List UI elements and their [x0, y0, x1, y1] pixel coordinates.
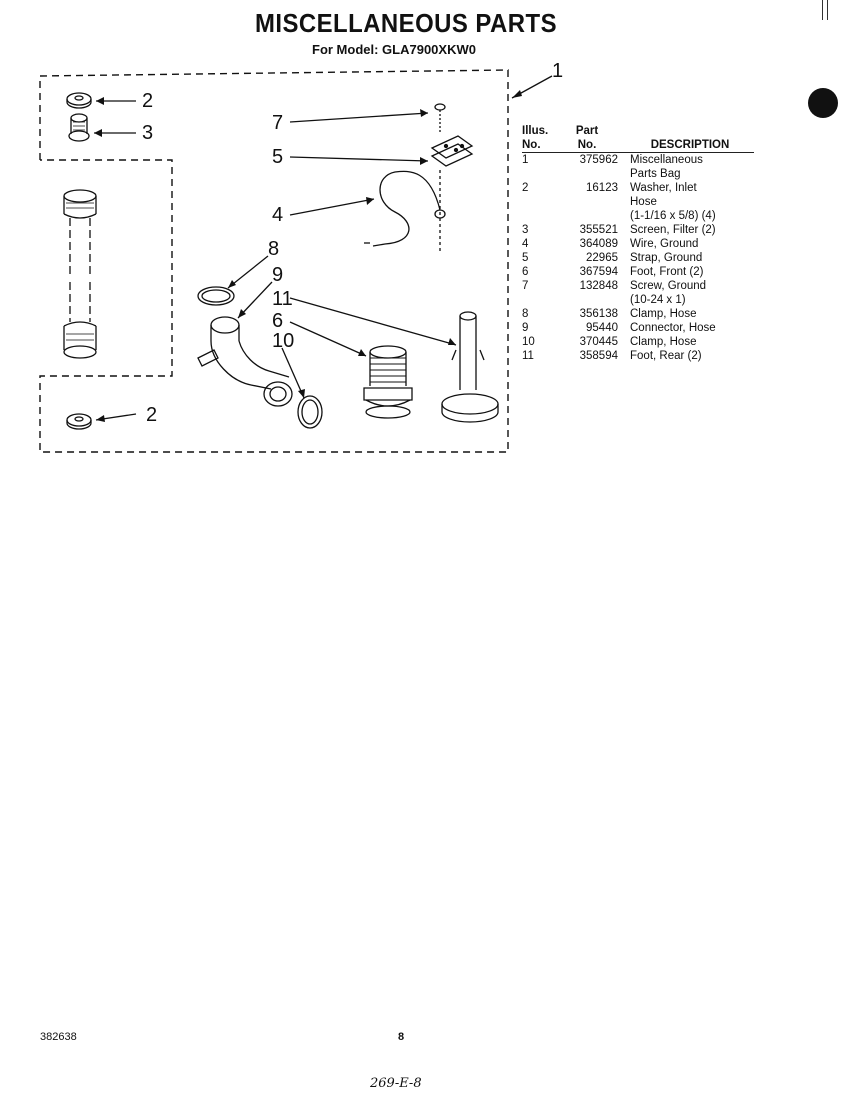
hose-clamp-10-shape [297, 395, 323, 429]
hose-shape [63, 189, 97, 359]
edge-mark [822, 0, 828, 20]
parts-table-header: Illus. No. Part No. DESCRIPTION [522, 124, 754, 153]
handwritten-note: 269-E-8 [370, 1076, 422, 1091]
table-row: 10 370445 Clamp, Hose [522, 335, 754, 349]
table-row: 6 367594 Foot, Front (2) [522, 265, 754, 279]
cell-illus: 5 [522, 252, 529, 264]
cell-description: Clamp, Hose [630, 336, 697, 348]
table-row: 9 95440 Connector, Hose [522, 321, 754, 335]
parts-diagram [39, 69, 553, 453]
callout-2-top: 2 [142, 90, 154, 112]
cell-description: Wire, Ground [630, 238, 699, 250]
header-illus-line1: Illus. [522, 125, 549, 137]
cell-part-no: 356138 [579, 308, 618, 320]
cell-description: Washer, Inlet Hose (1-1/16 x 5/8) (4) [630, 182, 716, 222]
rear-foot-shape [441, 311, 499, 423]
leader-6 [289, 321, 367, 357]
cell-illus: 8 [522, 308, 529, 320]
cell-part-no: 132848 [579, 280, 618, 292]
cell-illus: 6 [522, 266, 529, 278]
header-part-line1: Part [575, 125, 599, 137]
callout-6: 6 [272, 310, 284, 332]
callout-3: 3 [142, 122, 154, 144]
parts-bag-outline [39, 69, 509, 453]
document-number: 382638 [40, 1031, 77, 1043]
leader-7 [289, 112, 429, 123]
table-row: 1 375962 Miscellaneous Parts Bag [522, 153, 754, 182]
cell-description: Foot, Front (2) [630, 266, 704, 278]
cell-description: Screen, Filter (2) [630, 224, 716, 236]
cell-illus: 2 [522, 182, 529, 194]
washer-top-shape [66, 92, 92, 109]
leader-5 [289, 156, 429, 162]
table-row: 7 132848 Screw, Ground (10-24 x 1) [522, 279, 754, 307]
cell-part-no: 95440 [586, 322, 618, 334]
ground-screw-shape [434, 103, 446, 132]
cell-description: Clamp, Hose [630, 308, 697, 320]
table-row: 5 22965 Strap, Ground [522, 251, 754, 265]
model-subtitle: For Model: GLA7900XKW0 [312, 42, 476, 57]
table-row: 8 356138 Clamp, Hose [522, 307, 754, 321]
table-row: 3 355521 Screen, Filter (2) [522, 223, 754, 237]
leader-11 [289, 297, 457, 346]
cell-part-no: 367594 [579, 266, 618, 278]
front-foot-shape [363, 345, 413, 419]
header-illus-no: Illus. No. [522, 124, 556, 153]
leader-10 [281, 347, 305, 399]
washer-bottom-shape [66, 413, 92, 430]
cell-illus: 4 [522, 238, 529, 250]
cell-part-no: 358594 [579, 350, 618, 362]
cell-part-no: 375962 [579, 154, 618, 166]
table-row: 11 358594 Foot, Rear (2) [522, 349, 754, 363]
header-description: DESCRIPTION [630, 124, 754, 153]
cell-description: Strap, Ground [630, 252, 703, 264]
ground-strap-shape [430, 135, 474, 254]
cell-description: Foot, Rear (2) [630, 350, 702, 362]
callout-5: 5 [272, 146, 284, 168]
cell-description: Miscellaneous Parts Bag [630, 154, 703, 180]
leader-4 [289, 198, 375, 216]
page-number: 8 [398, 1031, 405, 1043]
cell-illus: 10 [522, 336, 535, 348]
page-title: MISCELLANEOUS PARTS [255, 8, 558, 38]
cell-part-no: 355521 [579, 224, 618, 236]
cell-part-no: 370445 [579, 336, 618, 348]
cell-illus: 3 [522, 224, 529, 236]
cell-illus: 9 [522, 322, 529, 334]
table-row: 2 16123 Washer, Inlet Hose (1-1/16 x 5/8) … [522, 181, 754, 223]
callout-7: 7 [272, 112, 284, 134]
cell-illus: 7 [522, 280, 529, 292]
callout-10: 10 [272, 330, 295, 352]
cell-part-no: 364089 [579, 238, 618, 250]
header-part-no: Part No. [556, 124, 630, 153]
cell-illus: 11 [522, 350, 534, 362]
callout-1: 1 [552, 60, 564, 82]
table-row: 4 364089 Wire, Ground [522, 237, 754, 251]
hose-clamp-8-shape [197, 286, 235, 306]
callout-4: 4 [272, 204, 284, 226]
callout-9: 9 [272, 264, 284, 286]
callout-11: 11 [272, 288, 293, 310]
callout-2-bottom: 2 [146, 404, 158, 426]
cell-part-no: 22965 [586, 252, 618, 264]
punch-hole [808, 88, 838, 118]
cell-description: Screw, Ground (10-24 x 1) [630, 280, 707, 306]
filter-screen-shape [68, 113, 90, 142]
hose-connector-shape [197, 316, 293, 407]
leader-8 [227, 255, 269, 289]
cell-description: Connector, Hose [630, 322, 716, 334]
ground-wire-shape [364, 170, 446, 247]
cell-part-no: 16123 [586, 182, 618, 194]
header-part-line2: No. [577, 139, 597, 151]
header-illus-line2: No. [522, 139, 541, 151]
cell-illus: 1 [522, 154, 529, 166]
callout-8: 8 [268, 238, 280, 260]
